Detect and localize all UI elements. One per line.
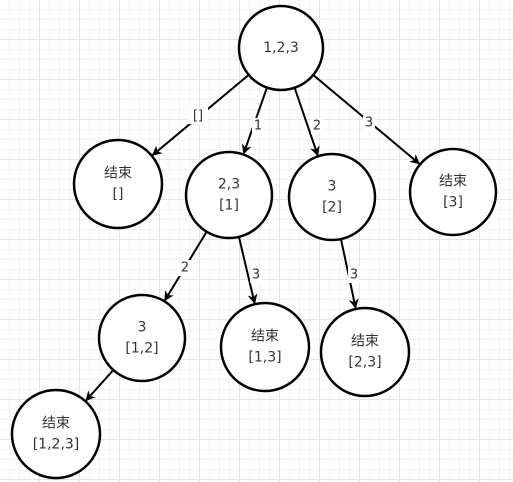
node-label: 结束 [42,416,70,432]
edge-label: 2 [313,119,321,134]
node-label: 结束 [104,166,132,182]
node-circle [287,152,377,242]
node-label: [2,3] [348,355,381,371]
edge-label: 3 [252,268,260,283]
edge-n-23-to-n-3-12: 2 [164,231,208,302]
edge-root-to-n-3-2: 2 [293,87,323,157]
edge-label-background [311,118,323,134]
node-label: 结束 [439,174,467,190]
edge-n-3-12-to-end-123 [85,369,115,402]
tree-node-root: 1,2,3 [237,4,325,92]
edge-label: 3 [365,116,373,131]
node-label: [1,2] [125,341,158,357]
tree-node-n-23: 2,3[1] [184,150,274,240]
node-label: [3] [443,195,463,211]
edge-arrow [237,236,258,305]
tree-node-n-3-2: 3[2] [287,152,377,242]
edge-n-3-2-to-end-23: 3 [339,238,360,309]
node-circle [97,293,187,383]
node-circle [219,301,311,393]
tree-node-n-3-12: 3 [1,2] [97,293,187,383]
node-label: [1,2,3] [33,437,80,453]
tree-node-end-3: 结束 [3] [408,147,498,237]
node-circle [10,388,102,480]
edge-label: 1 [254,119,262,134]
edge-label-background [250,267,262,283]
edge-root-to-n-23: 1 [241,87,268,155]
node-label: 3 [328,179,337,195]
tree-node-end-empty: 结束 [] [72,138,164,230]
node-label: [] [113,187,124,203]
edge-label: 3 [350,268,358,283]
node-label: [1,3] [248,350,281,366]
edge-root-to-end-empty: [] [151,74,250,156]
edges: [] 1 2 3 2 3 3 [85,74,421,402]
edge-label: [] [193,109,203,124]
edge-arrow [293,87,320,157]
node-circle [237,4,325,92]
node-label: 2,3 [218,177,240,193]
edge-label-background [348,267,360,283]
node-label: 结束 [251,329,279,345]
node-circle [72,138,164,230]
tree-node-end-13: 结束 [1,3] [219,301,311,393]
tree-node-end-23: 结束 [2,3] [319,306,411,398]
node-label: [1] [219,198,239,214]
edge-arrow [85,369,115,402]
node-circle [319,306,411,398]
edge-label-background [179,260,191,276]
tree-node-end-123: 结束 [1,2,3] [10,388,102,480]
node-label: 1,2,3 [263,40,299,56]
node-label: [2] [322,200,342,216]
node-circle [408,147,498,237]
edge-n-23-to-end-13: 3 [237,236,262,305]
edge-label-background [188,108,208,124]
edge-label-background [252,118,264,134]
node-circle [184,150,274,240]
nodes: 1,2,3结束[]2,3[1]3[2]结束[3]3[1,2]结束[1,3]结束[… [10,4,498,480]
edge-root-to-end-3: 3 [312,74,421,165]
node-label: 3 [138,320,147,336]
edge-label-background [363,115,375,131]
edge-label: 2 [181,261,189,276]
node-label: 结束 [351,334,379,350]
